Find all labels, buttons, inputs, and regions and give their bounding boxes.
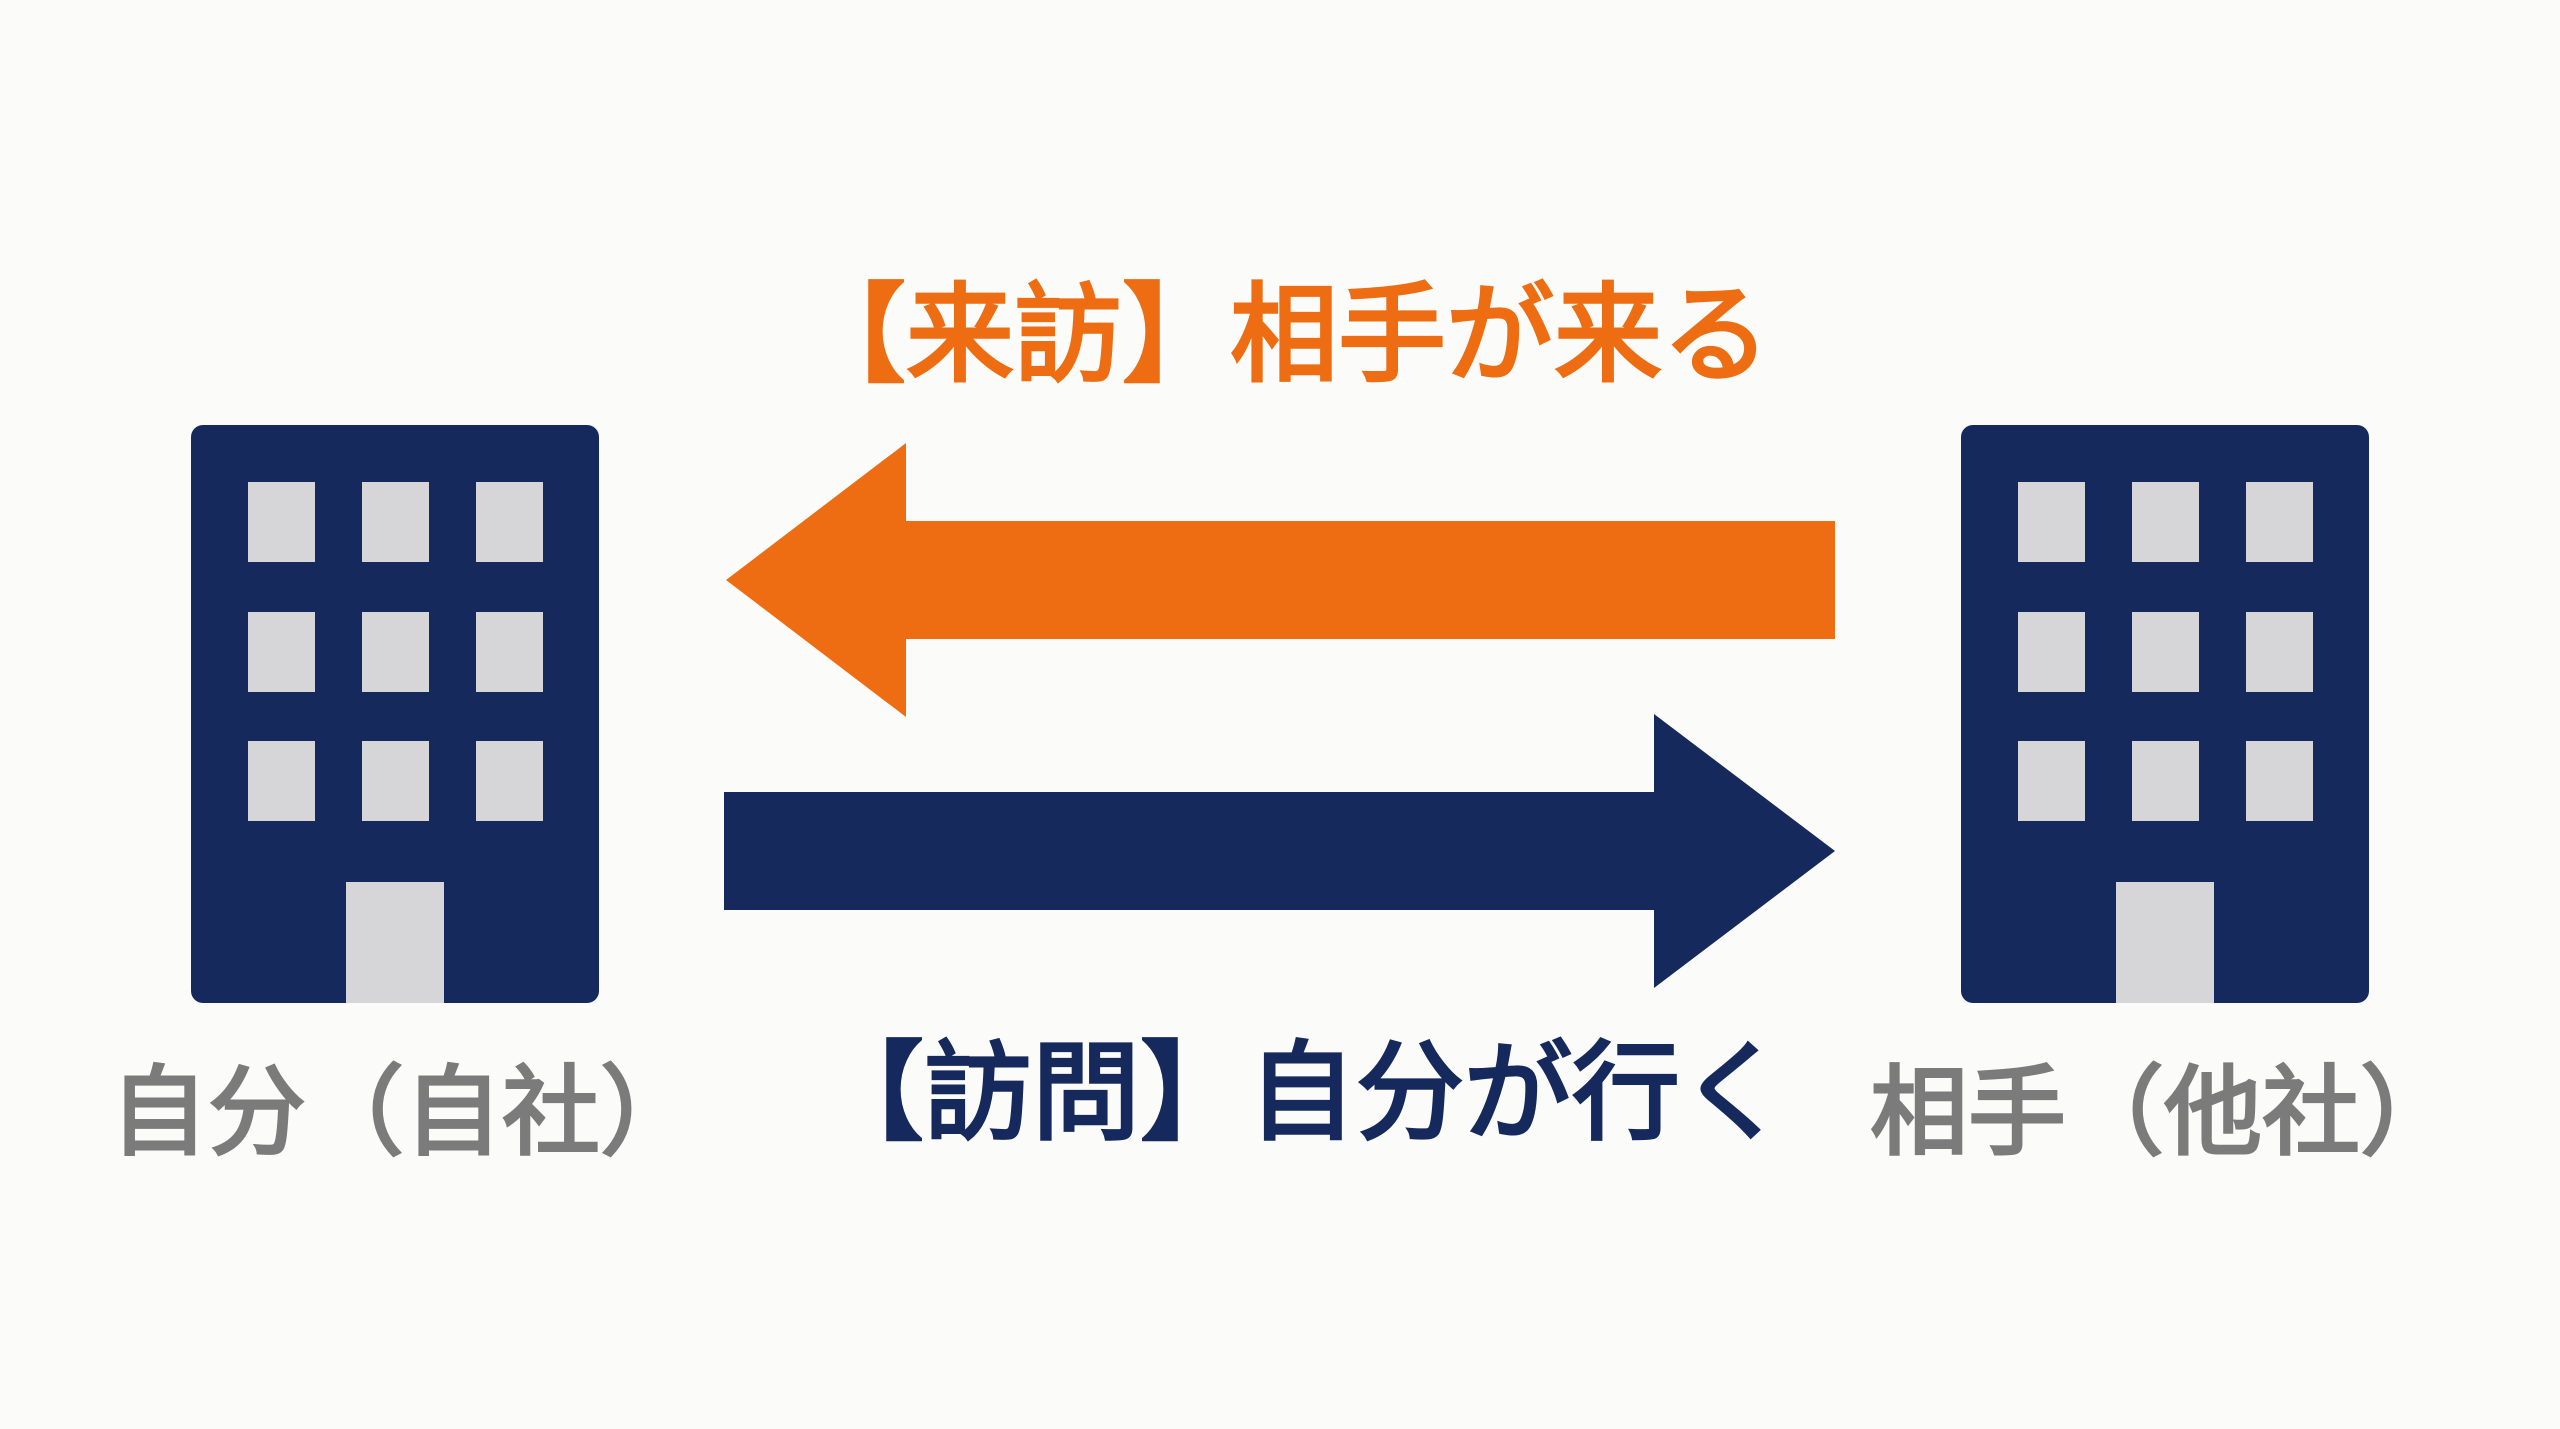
self-building-windows bbox=[248, 482, 543, 821]
visit-in-label: 【来訪】相手が来る bbox=[797, 273, 1770, 398]
partner-window bbox=[2246, 612, 2313, 692]
self-window bbox=[248, 612, 315, 692]
self-window bbox=[476, 482, 543, 562]
partner-company-label: 相手（他社） bbox=[1870, 1056, 2459, 1170]
self-company-label: 自分（自社） bbox=[110, 1056, 699, 1170]
self-window bbox=[362, 482, 429, 562]
partner-window bbox=[2018, 482, 2085, 562]
self-window bbox=[248, 741, 315, 821]
partner-window bbox=[2132, 482, 2199, 562]
visit-out-label: 【訪問】自分が行く bbox=[815, 1031, 1788, 1156]
partner-window bbox=[2132, 612, 2199, 692]
partner-building-windows bbox=[2018, 482, 2313, 821]
visit-out-arrow bbox=[724, 714, 1835, 988]
self-window bbox=[362, 741, 429, 821]
self-building-door bbox=[346, 882, 444, 1003]
visit-in-arrow bbox=[726, 443, 1835, 717]
self-window bbox=[362, 612, 429, 692]
partner-window bbox=[2246, 741, 2313, 821]
partner-window bbox=[2132, 741, 2199, 821]
partner-building-door bbox=[2116, 882, 2214, 1003]
self-window bbox=[476, 741, 543, 821]
self-window bbox=[248, 482, 315, 562]
partner-window bbox=[2018, 741, 2085, 821]
self-window bbox=[476, 612, 543, 692]
self-building-body bbox=[191, 425, 599, 1003]
self-building-icon bbox=[191, 425, 599, 1003]
partner-building-body bbox=[1961, 425, 2369, 1003]
partner-window bbox=[2018, 612, 2085, 692]
partner-building-icon bbox=[1961, 425, 2369, 1003]
partner-window bbox=[2246, 482, 2313, 562]
